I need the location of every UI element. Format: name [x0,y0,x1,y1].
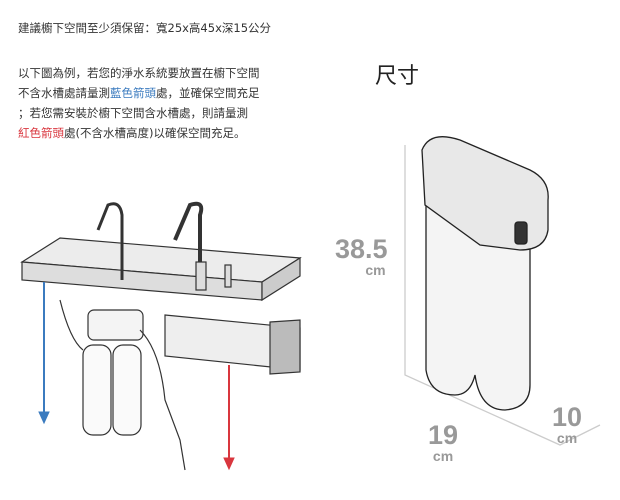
height-value: 38.5 [335,234,388,264]
instruction-line-1: 以下圖為例，若您的淨水系統要放置在櫥下空間 [18,66,260,80]
text: 處，並確保空間充足 [156,86,260,100]
sink-illustration [20,201,302,471]
depth-unit: cm [556,430,578,446]
text: 不含水槽處請量測 [18,86,110,100]
red-arrow [223,365,235,471]
space-requirement-text: 建議櫥下空間至少須保留：寬25x高45x深15公分 [18,21,272,35]
red-arrow-label: 紅色箭頭 [18,126,64,140]
blue-arrow [38,282,50,425]
purifier-illustration [404,136,601,446]
height-unit: cm [365,262,386,278]
width-unit: cm [432,448,454,464]
size-heading: 尺寸 [375,64,420,89]
text: 處(不含水槽高度)以確保空間充足。 [64,126,246,140]
instruction-line-2: 不含水槽處請量測藍色箭頭處，並確保空間充足 [18,85,260,101]
instruction-line-3: ；若您需安裝於櫥下空間含水槽處，則請量測 [18,106,248,120]
blue-arrow-label: 藍色箭頭 [110,86,156,100]
instruction-line-4: 紅色箭頭處(不含水槽高度)以確保空間充足。 [18,125,245,141]
depth-value: 10 [552,402,583,432]
width-value: 19 [428,420,459,450]
